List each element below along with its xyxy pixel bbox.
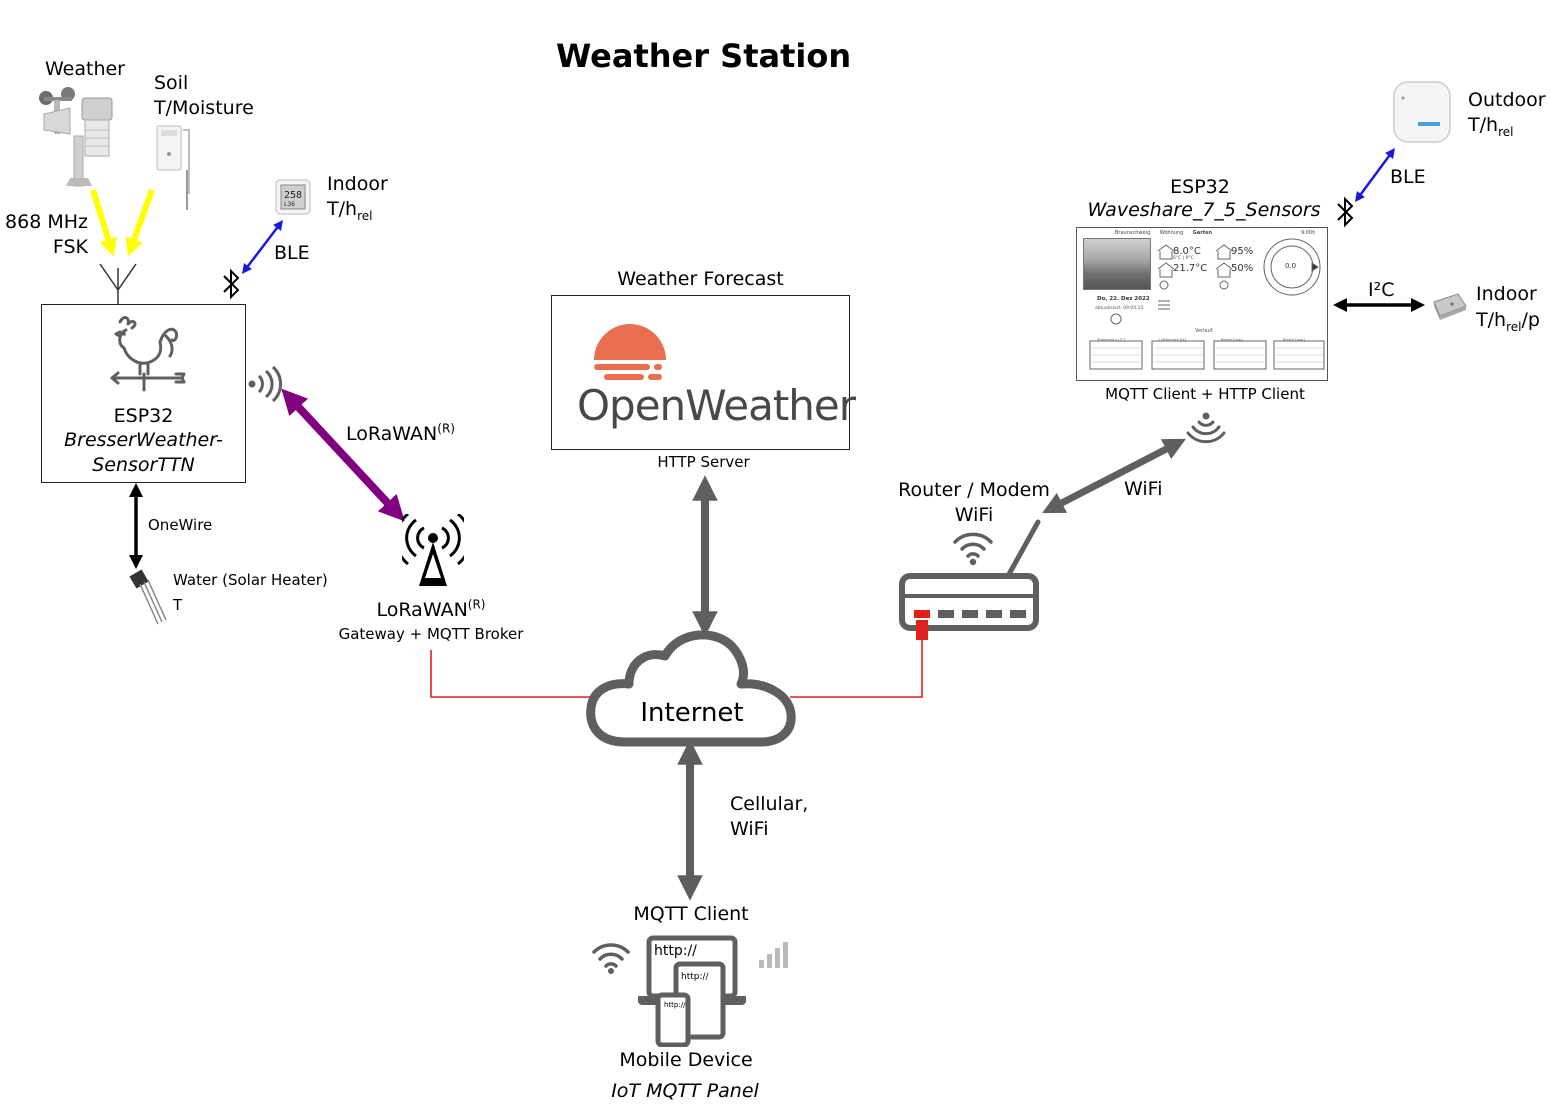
outdoor-label-1: Outdoor xyxy=(1468,89,1546,111)
svg-text:258: 258 xyxy=(284,190,302,201)
esp32-left-firmware-1: BresserWeather- xyxy=(64,429,223,451)
wifi-icon xyxy=(592,943,630,974)
water-label-2: T xyxy=(173,596,183,614)
display-tabs: Braunschweig Wohnung Garten xyxy=(1115,230,1213,236)
cellular-label-1: Cellular, xyxy=(730,793,809,815)
forecast-title: Weather Forecast xyxy=(617,268,784,290)
ble-link-left xyxy=(241,220,284,274)
indoor-left-label-2: T/hrel xyxy=(327,198,373,223)
weather-sensor-icon xyxy=(39,87,113,187)
page-title: Weather Station xyxy=(556,37,852,75)
signal-bars-icon xyxy=(759,942,788,968)
display-temp-minmax: 6°C | 9°C xyxy=(1173,256,1194,261)
openweather-box xyxy=(551,295,850,450)
mobile-device-label: Mobile Device xyxy=(619,1049,753,1071)
epaper-display: Braunschweig Wohnung Garten 9:00h 8.0°C … xyxy=(1076,227,1328,381)
gateway-label: LoRaWAN(R) xyxy=(376,597,486,621)
display-chart-title-1: Temperatur [°C] xyxy=(1097,338,1126,342)
ble-link-right xyxy=(1355,147,1395,203)
cloud-icon xyxy=(586,630,796,747)
display-graphics xyxy=(1089,238,1325,370)
bluetooth-icon xyxy=(223,268,240,300)
ethernet-line-gateway xyxy=(430,650,594,698)
display-photo xyxy=(1083,238,1151,290)
display-hum-out: 95% xyxy=(1231,246,1254,257)
soil-sensor-icon xyxy=(156,125,190,210)
bluetooth-icon-right xyxy=(1337,196,1354,228)
cellular-label-2: WiFi xyxy=(730,818,769,840)
svg-text:L36: L36 xyxy=(284,201,295,208)
display-chart-title-3: Regen [mm] xyxy=(1221,338,1243,342)
gateway-sublabel: Gateway + MQTT Broker xyxy=(338,625,524,643)
esp32-left-title: ESP32 xyxy=(113,405,174,427)
rooster-weathervane-icon xyxy=(110,316,186,392)
indoor-left-label-1: Indoor xyxy=(327,173,388,195)
internet-label: Internet xyxy=(640,698,744,728)
indoor-left-sub: rel xyxy=(357,208,373,223)
outdoor-label-2: T/hrel xyxy=(1468,114,1514,139)
forecast-sublabel: HTTP Server xyxy=(657,453,750,471)
indoor-thermometer-icon: 258 L36 xyxy=(275,179,311,215)
soil-sensor-label-2: T/Moisture xyxy=(154,97,254,119)
display-date: Do, 22. Dez 2022 xyxy=(1097,296,1150,302)
lorawan-link-label: LoRaWAN(R) xyxy=(346,421,455,445)
mobile-app-label: IoT MQTT Panel xyxy=(611,1080,759,1102)
wifi-link-label: WiFi xyxy=(1124,478,1163,500)
router-icon xyxy=(899,519,1041,640)
laptop-url: http:// xyxy=(654,943,697,959)
i2c-label: I²C xyxy=(1368,279,1395,301)
indoor-right-label-1: Indoor xyxy=(1476,283,1537,305)
rf-arrow-weather xyxy=(90,189,117,257)
rf-label-1: 868 MHz xyxy=(5,211,88,233)
openweather-logo-text: OpenWeather xyxy=(577,381,856,430)
display-wind: 0.0 xyxy=(1285,262,1297,270)
indoor-right-label-2: T/hrel/p xyxy=(1476,309,1540,334)
lorawan-link xyxy=(281,388,405,522)
openweather-logo-icon xyxy=(594,324,666,380)
mqtt-client-label: MQTT Client xyxy=(633,903,749,925)
router-wifi-icon xyxy=(953,532,993,566)
ethernet-line-router xyxy=(790,640,923,698)
display-hum-in: 50% xyxy=(1231,263,1254,274)
rf-label-2: FSK xyxy=(52,236,88,258)
radio-waves-icon xyxy=(248,365,283,403)
phone-url: http:// xyxy=(664,1001,686,1009)
i2c-sensor-icon xyxy=(1433,293,1467,320)
display-temp-out: 8.0°C xyxy=(1173,246,1201,257)
display-updated: aktualisiert: 09:04:15 xyxy=(1095,306,1144,311)
esp32-left-box xyxy=(41,304,246,483)
display-section: Verlauf xyxy=(1195,328,1213,334)
wifi-signal-icon xyxy=(1186,412,1226,444)
ble-left-label: BLE xyxy=(274,242,310,264)
antenna-icon xyxy=(99,263,137,305)
display-time: 9:00h xyxy=(1301,230,1316,236)
water-label-1: Water (Solar Heater) xyxy=(173,571,328,589)
router-label-1: Router / Modem xyxy=(898,479,1050,501)
display-temp-in: 21.7°C xyxy=(1173,263,1208,274)
outdoor-sensor-icon xyxy=(1393,81,1451,143)
ble-right-label: BLE xyxy=(1390,166,1426,188)
weather-sensor-label: Weather xyxy=(45,58,125,80)
display-chart-title-4: Regen [mm] xyxy=(1283,338,1305,342)
esp32-right-sublabel: MQTT Client + HTTP Client xyxy=(1105,385,1305,403)
esp32-left-firmware-2: SensorTTN xyxy=(92,454,195,476)
onewire-label: OneWire xyxy=(148,516,213,534)
display-chart-title-2: Luftfeuchte [%] xyxy=(1159,338,1187,342)
lorawan-gateway-icon xyxy=(402,514,464,586)
router-label-2: WiFi xyxy=(954,504,994,526)
rf-arrow-soil xyxy=(125,188,155,257)
temperature-probe-icon xyxy=(129,569,167,625)
wifi-link xyxy=(1042,438,1186,514)
esp32-right-firmware: Waveshare_7_5_Sensors xyxy=(1087,199,1321,221)
devices-icon xyxy=(638,935,746,1047)
soil-sensor-label-1: Soil xyxy=(154,72,189,94)
tablet-url: http:// xyxy=(681,972,709,982)
esp32-right-title: ESP32 xyxy=(1170,176,1230,198)
